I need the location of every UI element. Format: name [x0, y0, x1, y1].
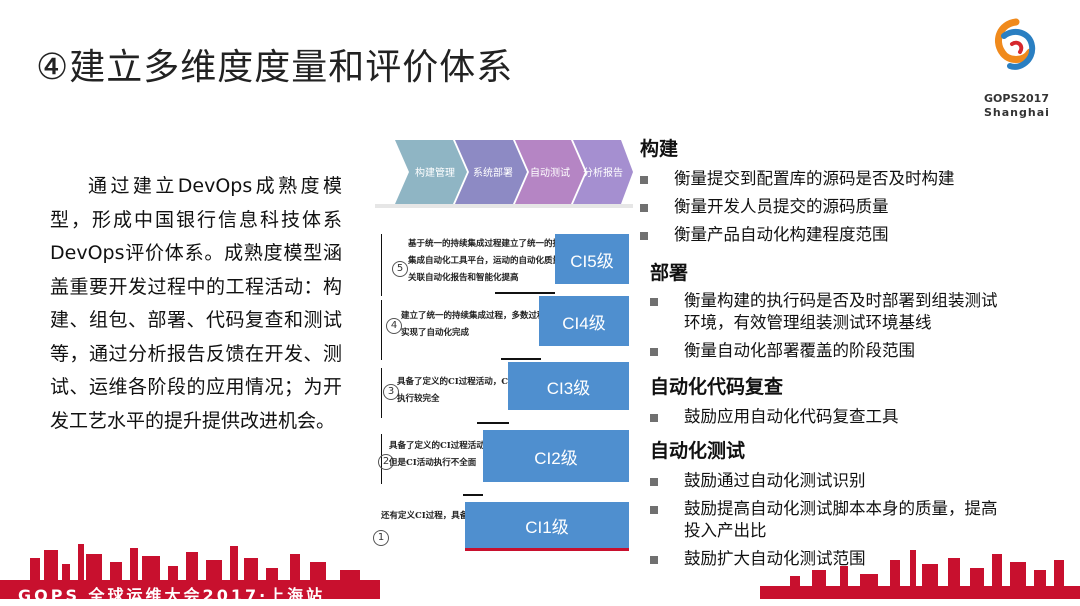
level1-number: 1: [373, 530, 389, 546]
level3-number: 3: [383, 384, 399, 400]
level-ci1: CI1级: [465, 502, 629, 548]
section-deploy-item: 衡量自动化部署覆盖的阶段范围: [650, 340, 1010, 362]
arrow-system-deploy: 系统部署: [473, 168, 513, 179]
level3-desc-line: 执行较完全: [397, 394, 440, 404]
level5-desc-line: 集成自动化工具平台，运动的自动化质量、: [408, 256, 570, 266]
item-text: 衡量产品自动化构建程度范围: [674, 225, 889, 244]
slide-title: ④建立多维度度量和评价体系: [36, 47, 514, 88]
level-ci2: CI2级: [483, 430, 629, 482]
logo-text-gops: GOPS2017: [984, 92, 1049, 105]
item-text: 鼓励应用自动化代码复查工具: [684, 407, 899, 426]
level5-description: 基于统一的持续集成过程建立了统一的持续 集成自动化工具平台，运动的自动化质量、 …: [408, 236, 570, 287]
arrow-build-management: 构建管理: [415, 168, 455, 179]
level3-description: 具备了定义的CI过程活动，CI活动 执行较完全: [397, 374, 529, 408]
level4-desc-line: 实现了自动化完成: [401, 328, 470, 338]
item-text: 衡量提交到配置库的源码是否及时构建: [674, 169, 955, 188]
city-skyline-decoration: [0, 544, 1080, 599]
item-text: 衡量构建的执行码是否及时部署到组装测试环境，有效管理组装测试环境基线: [684, 291, 998, 332]
arrow-analysis-report: 分析报告: [583, 168, 623, 179]
level5-number: 5: [392, 261, 408, 277]
maturity-diagram: 构建管理 系统部署 自动测试 分析报告 5 基于统一的持续集成过程建立了统一的持…: [373, 128, 633, 553]
level5-step: [495, 292, 555, 294]
level-ci3: CI3级: [508, 362, 629, 410]
item-text: 衡量开发人员提交的源码质量: [674, 197, 889, 216]
section-auto-test-title: 自动化测试: [650, 440, 746, 462]
level5-desc-line: 基于统一的持续集成过程建立了统一的持续: [408, 239, 570, 249]
process-arrows: [375, 140, 633, 208]
section-deploy-title: 部署: [650, 262, 689, 284]
level1-desc-line: 还有定义CI过程，具备了版本管: [381, 511, 503, 521]
level4-step: [501, 358, 541, 360]
level4-description: 建立了统一的持续集成过程，多数过程 实现了自动化完成: [401, 308, 546, 342]
item-text: 鼓励通过自动化测试识别: [684, 471, 866, 490]
level4-number: 4: [386, 318, 402, 334]
intro-text: 通过建立DevOps成熟度模型，形成中国银行信息科技体系DevOps评价体系。成…: [50, 175, 342, 432]
level2-desc-line: 具备了定义的CI过程活动，: [389, 441, 494, 451]
section-build-item: 衡量开发人员提交的源码质量: [640, 196, 1030, 218]
section-auto-test-item: 鼓励通过自动化测试识别: [650, 470, 1010, 492]
level2-desc-line: 但是CI活动执行不全面: [389, 458, 477, 468]
level2-number: 2: [378, 454, 394, 470]
level1-description: 还有定义CI过程，具备了版本管: [381, 508, 502, 525]
section-build-item: 衡量产品自动化构建程度范围: [640, 224, 1030, 246]
footer-event-name: GOPS 全球运维大会2017·上海站: [18, 586, 326, 605]
level4-bracket: [381, 300, 382, 360]
item-text: 鼓励扩大自动化测试范围: [684, 549, 866, 568]
level2-description: 具备了定义的CI过程活动， 但是CI活动执行不全面: [389, 438, 493, 472]
section-deploy-item: 衡量构建的执行码是否及时部署到组装测试环境，有效管理组装测试环境基线: [650, 290, 1010, 334]
intro-paragraph: 通过建立DevOps成熟度模型，形成中国银行信息科技体系DevOps评价体系。成…: [50, 170, 342, 438]
section-auto-test-item: 鼓励提高自动化测试脚本本身的质量，提高投入产出比: [650, 498, 1010, 542]
item-text: 鼓励提高自动化测试脚本本身的质量，提高投入产出比: [684, 499, 998, 540]
level-ci5: CI5级: [555, 234, 629, 284]
section-build-title: 构建: [640, 138, 679, 160]
level2-step: [463, 494, 483, 496]
level4-desc-line: 建立了统一的持续集成过程，多数过程: [401, 311, 546, 321]
level3-bracket: [381, 368, 382, 418]
section-code-review-title: 自动化代码复查: [650, 376, 784, 398]
level5-desc-line: 关联自动化报告和智能化提高: [408, 273, 519, 283]
section-code-review-item: 鼓励应用自动化代码复查工具: [650, 406, 1010, 428]
level1-baseline: [465, 548, 629, 551]
level3-step: [477, 422, 509, 424]
arrow-auto-test: 自动测试: [530, 168, 570, 179]
level3-desc-line: 具备了定义的CI过程活动，CI活动: [397, 377, 529, 387]
gops-logo: GOPS2017 Shanghai: [982, 18, 1052, 119]
section-auto-test-item: 鼓励扩大自动化测试范围: [650, 548, 1010, 570]
section-build-item: 衡量提交到配置库的源码是否及时构建: [640, 168, 1030, 190]
item-text: 衡量自动化部署覆盖的阶段范围: [684, 341, 915, 360]
level5-bracket: [381, 234, 382, 296]
level-ci4: CI4级: [539, 296, 629, 346]
gops-logo-icon: [995, 18, 1036, 70]
logo-text-city: Shanghai: [984, 106, 1050, 119]
